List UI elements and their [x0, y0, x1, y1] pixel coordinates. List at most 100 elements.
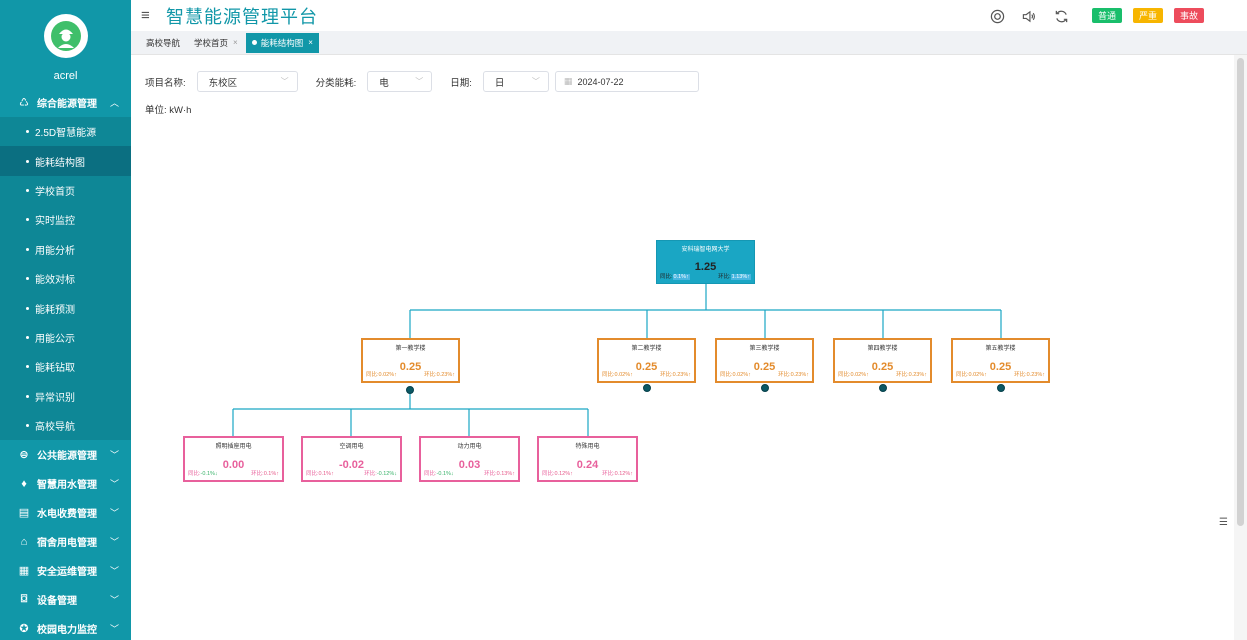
tab-energy-structure[interactable]: 能耗结构图 ×	[245, 32, 319, 53]
volume-icon[interactable]	[1020, 7, 1038, 25]
chevron-down-icon: ﹀	[109, 566, 119, 577]
collapse-toggle-icon[interactable]	[406, 386, 414, 394]
yoy-value: -0.1%↓	[436, 471, 454, 477]
tab-campus-navigation[interactable]: 高校导航	[140, 32, 187, 53]
tree-node-building-1[interactable]: 第一教学楼 0.25 同比:0.02%↑环比:0.23%↑	[361, 338, 460, 383]
active-dot-icon	[251, 40, 257, 45]
expand-toggle-icon[interactable]	[761, 384, 769, 392]
tree-node-special[interactable]: 特殊用电 0.24 同比:0.12%↑ 环比:0.12%↑	[537, 436, 638, 482]
alarm-badge-accident[interactable]: 事故	[1174, 8, 1205, 23]
node-name: 安科瑞智电网大学	[681, 247, 730, 253]
sidebar-group-power-monitor[interactable]: ✪ 校园电力监控 ﹀	[0, 614, 131, 640]
tab-bar: 高校导航 学校首页× 能耗结构图 ×	[131, 31, 1247, 55]
node-comparison: 同比:0.02%↑环比:0.23%↑	[720, 370, 809, 378]
yoy-text: 同比:0.12%↑	[542, 469, 573, 477]
menu-toggle-icon[interactable]: ≡	[141, 7, 150, 24]
yoy-value: 0.1%↑	[318, 471, 334, 477]
sidebar-item-energy-analysis[interactable]: 用能分析	[0, 234, 131, 264]
close-icon[interactable]: ×	[308, 38, 313, 47]
bullet-icon	[26, 159, 29, 163]
sidebar-group-water[interactable]: ♦ 智慧用水管理 ﹀	[0, 469, 131, 498]
sidebar-item-label: 能耗结构图	[35, 157, 85, 169]
device-icon: ⌼	[20, 593, 28, 606]
refresh-icon[interactable]	[1052, 7, 1070, 25]
sidebar-item-anomaly-detection[interactable]: 异常识别	[0, 381, 131, 411]
sidebar-group-label: 智慧用水管理	[37, 480, 97, 492]
node-name: 第三教学楼	[749, 346, 780, 352]
tree-node-building-5[interactable]: 第五教学楼 0.25 同比:0.02%↑环比:0.23%↑	[951, 338, 1050, 383]
sidebar-group-safety[interactable]: ▦ 安全运维管理 ﹀	[0, 556, 131, 585]
mom-text: 环比:0.13%↑	[484, 469, 515, 477]
sidebar-item-campus-navigation[interactable]: 高校导航	[0, 410, 131, 441]
sidebar-item-label: 能耗预测	[35, 304, 75, 316]
sidebar-item-energy-disclosure[interactable]: 用能公示	[0, 322, 131, 353]
alarm-badge-normal[interactable]: 普通	[1092, 8, 1123, 23]
sidebar: acrel ♺ 综合能源管理 ︿ 2.5D智慧能源 能耗结构图 学校首页 实时监…	[0, 0, 131, 640]
tree-node-building-4[interactable]: 第四教学楼 0.25 同比:0.02%↑环比:0.23%↑	[833, 338, 932, 383]
yoy-value: 同比:0.02%↑	[602, 372, 633, 378]
tab-label: 高校导航	[146, 37, 181, 48]
tree-node-lighting-socket[interactable]: 照明插座用电 0.00 同比:-0.1%↓ 环比:0.1%↑	[183, 436, 284, 482]
mom-text: 环比:0.12%↑	[602, 469, 633, 477]
vertical-scrollbar[interactable]	[1234, 55, 1247, 640]
bullet-icon	[26, 247, 29, 251]
expand-toggle-icon[interactable]	[643, 384, 651, 392]
alarm-badge-serious[interactable]: 严重	[1133, 8, 1164, 23]
sidebar-group-dormitory[interactable]: ⌂ 宿舍用电管理 ﹀	[0, 527, 131, 556]
mom-label: 环比:	[251, 471, 264, 477]
sidebar-item-school-home[interactable]: 学校首页	[0, 175, 131, 206]
tree-node-building-2[interactable]: 第二教学楼 0.25 同比:0.02%↑环比:0.23%↑	[597, 338, 696, 383]
calendar-icon: ▦	[563, 76, 573, 86]
mom-value: 0.12%↑	[614, 471, 633, 477]
project-select-value: 东校区	[208, 77, 238, 89]
sidebar-group-device[interactable]: ⌼ 设备管理 ﹀	[0, 585, 131, 614]
date-picker[interactable]: ▦ 2024-07-22	[554, 71, 699, 92]
settings-sliders-icon[interactable]: ☰	[1219, 517, 1228, 528]
yoy-text: 同比:0.1%↑	[306, 469, 334, 477]
bullet-icon	[26, 277, 29, 281]
node-value: 0.24	[576, 459, 599, 471]
tree-node-air-conditioning[interactable]: 空调用电 -0.02 同比:0.1%↑ 环比:-0.12%↓	[301, 436, 402, 482]
expand-toggle-icon[interactable]	[879, 384, 887, 392]
chevron-down-icon: ﹀	[109, 537, 119, 548]
tree-node-root[interactable]: 安科瑞智电网大学 1.25 同比:0.1%↑ 环比:1.13%↑	[656, 240, 755, 284]
sidebar-item-efficiency-benchmark[interactable]: 能效对标	[0, 263, 131, 294]
sidebar-group-integrated-energy[interactable]: ♺ 综合能源管理 ︿	[0, 88, 131, 117]
expand-toggle-icon[interactable]	[997, 384, 1005, 392]
node-name: 动力用电	[457, 444, 482, 450]
mom-text: 环比:1.13%↑	[718, 272, 751, 280]
scrollbar-thumb[interactable]	[1237, 58, 1244, 526]
tree-node-building-3[interactable]: 第三教学楼 0.25 同比:0.02%↑环比:0.23%↑	[715, 338, 814, 383]
sidebar-group-billing[interactable]: ▤ 水电收费管理 ﹀	[0, 498, 131, 527]
tab-school-home[interactable]: 学校首页×	[188, 32, 244, 53]
sidebar-item-realtime-monitor[interactable]: 实时监控	[0, 205, 131, 235]
sidebar-item-2-5d-energy[interactable]: 2.5D智慧能源	[0, 117, 131, 147]
node-value: 0.25	[635, 361, 658, 373]
sidebar-group-public-energy[interactable]: ⊜ 公共能源管理 ﹀	[0, 440, 131, 469]
project-select[interactable]: 东校区 ﹀	[196, 71, 298, 92]
billing-icon: ▤	[18, 507, 30, 520]
sidebar-item-energy-drilldown[interactable]: 能耗钻取	[0, 352, 131, 382]
sidebar-group-label: 公共能源管理	[37, 451, 97, 463]
category-select[interactable]: 电 ﹀	[367, 71, 433, 92]
category-select-value: 电	[379, 77, 389, 89]
node-comparison: 同比:0.1%↑ 环比:1.13%↑	[660, 272, 751, 280]
mom-value: 环比:0.23%↑	[424, 372, 455, 378]
chevron-down-icon: ﹀	[109, 479, 119, 490]
mom-value: 环比:0.23%↑	[778, 372, 809, 378]
sidebar-item-energy-structure[interactable]: 能耗结构图	[0, 146, 131, 176]
yoy-label: 同比:	[306, 471, 319, 477]
yoy-value: -0.1%↓	[200, 471, 218, 477]
close-icon[interactable]: ×	[233, 38, 238, 47]
sidebar-group-label: 安全运维管理	[37, 567, 97, 579]
tree-node-power[interactable]: 动力用电 0.03 同比:-0.1%↓ 环比:0.13%↑	[419, 436, 520, 482]
sidebar-item-energy-forecast[interactable]: 能耗预测	[0, 293, 131, 323]
tab-label: 能耗结构图	[260, 37, 304, 48]
support-icon[interactable]	[988, 7, 1006, 25]
node-name: 第四教学楼	[867, 346, 898, 352]
sidebar-item-label: 能效对标	[35, 275, 75, 287]
bullet-icon	[26, 306, 29, 310]
chevron-down-icon: ﹀	[109, 508, 119, 519]
date-type-select[interactable]: 日 ﹀	[482, 71, 549, 92]
